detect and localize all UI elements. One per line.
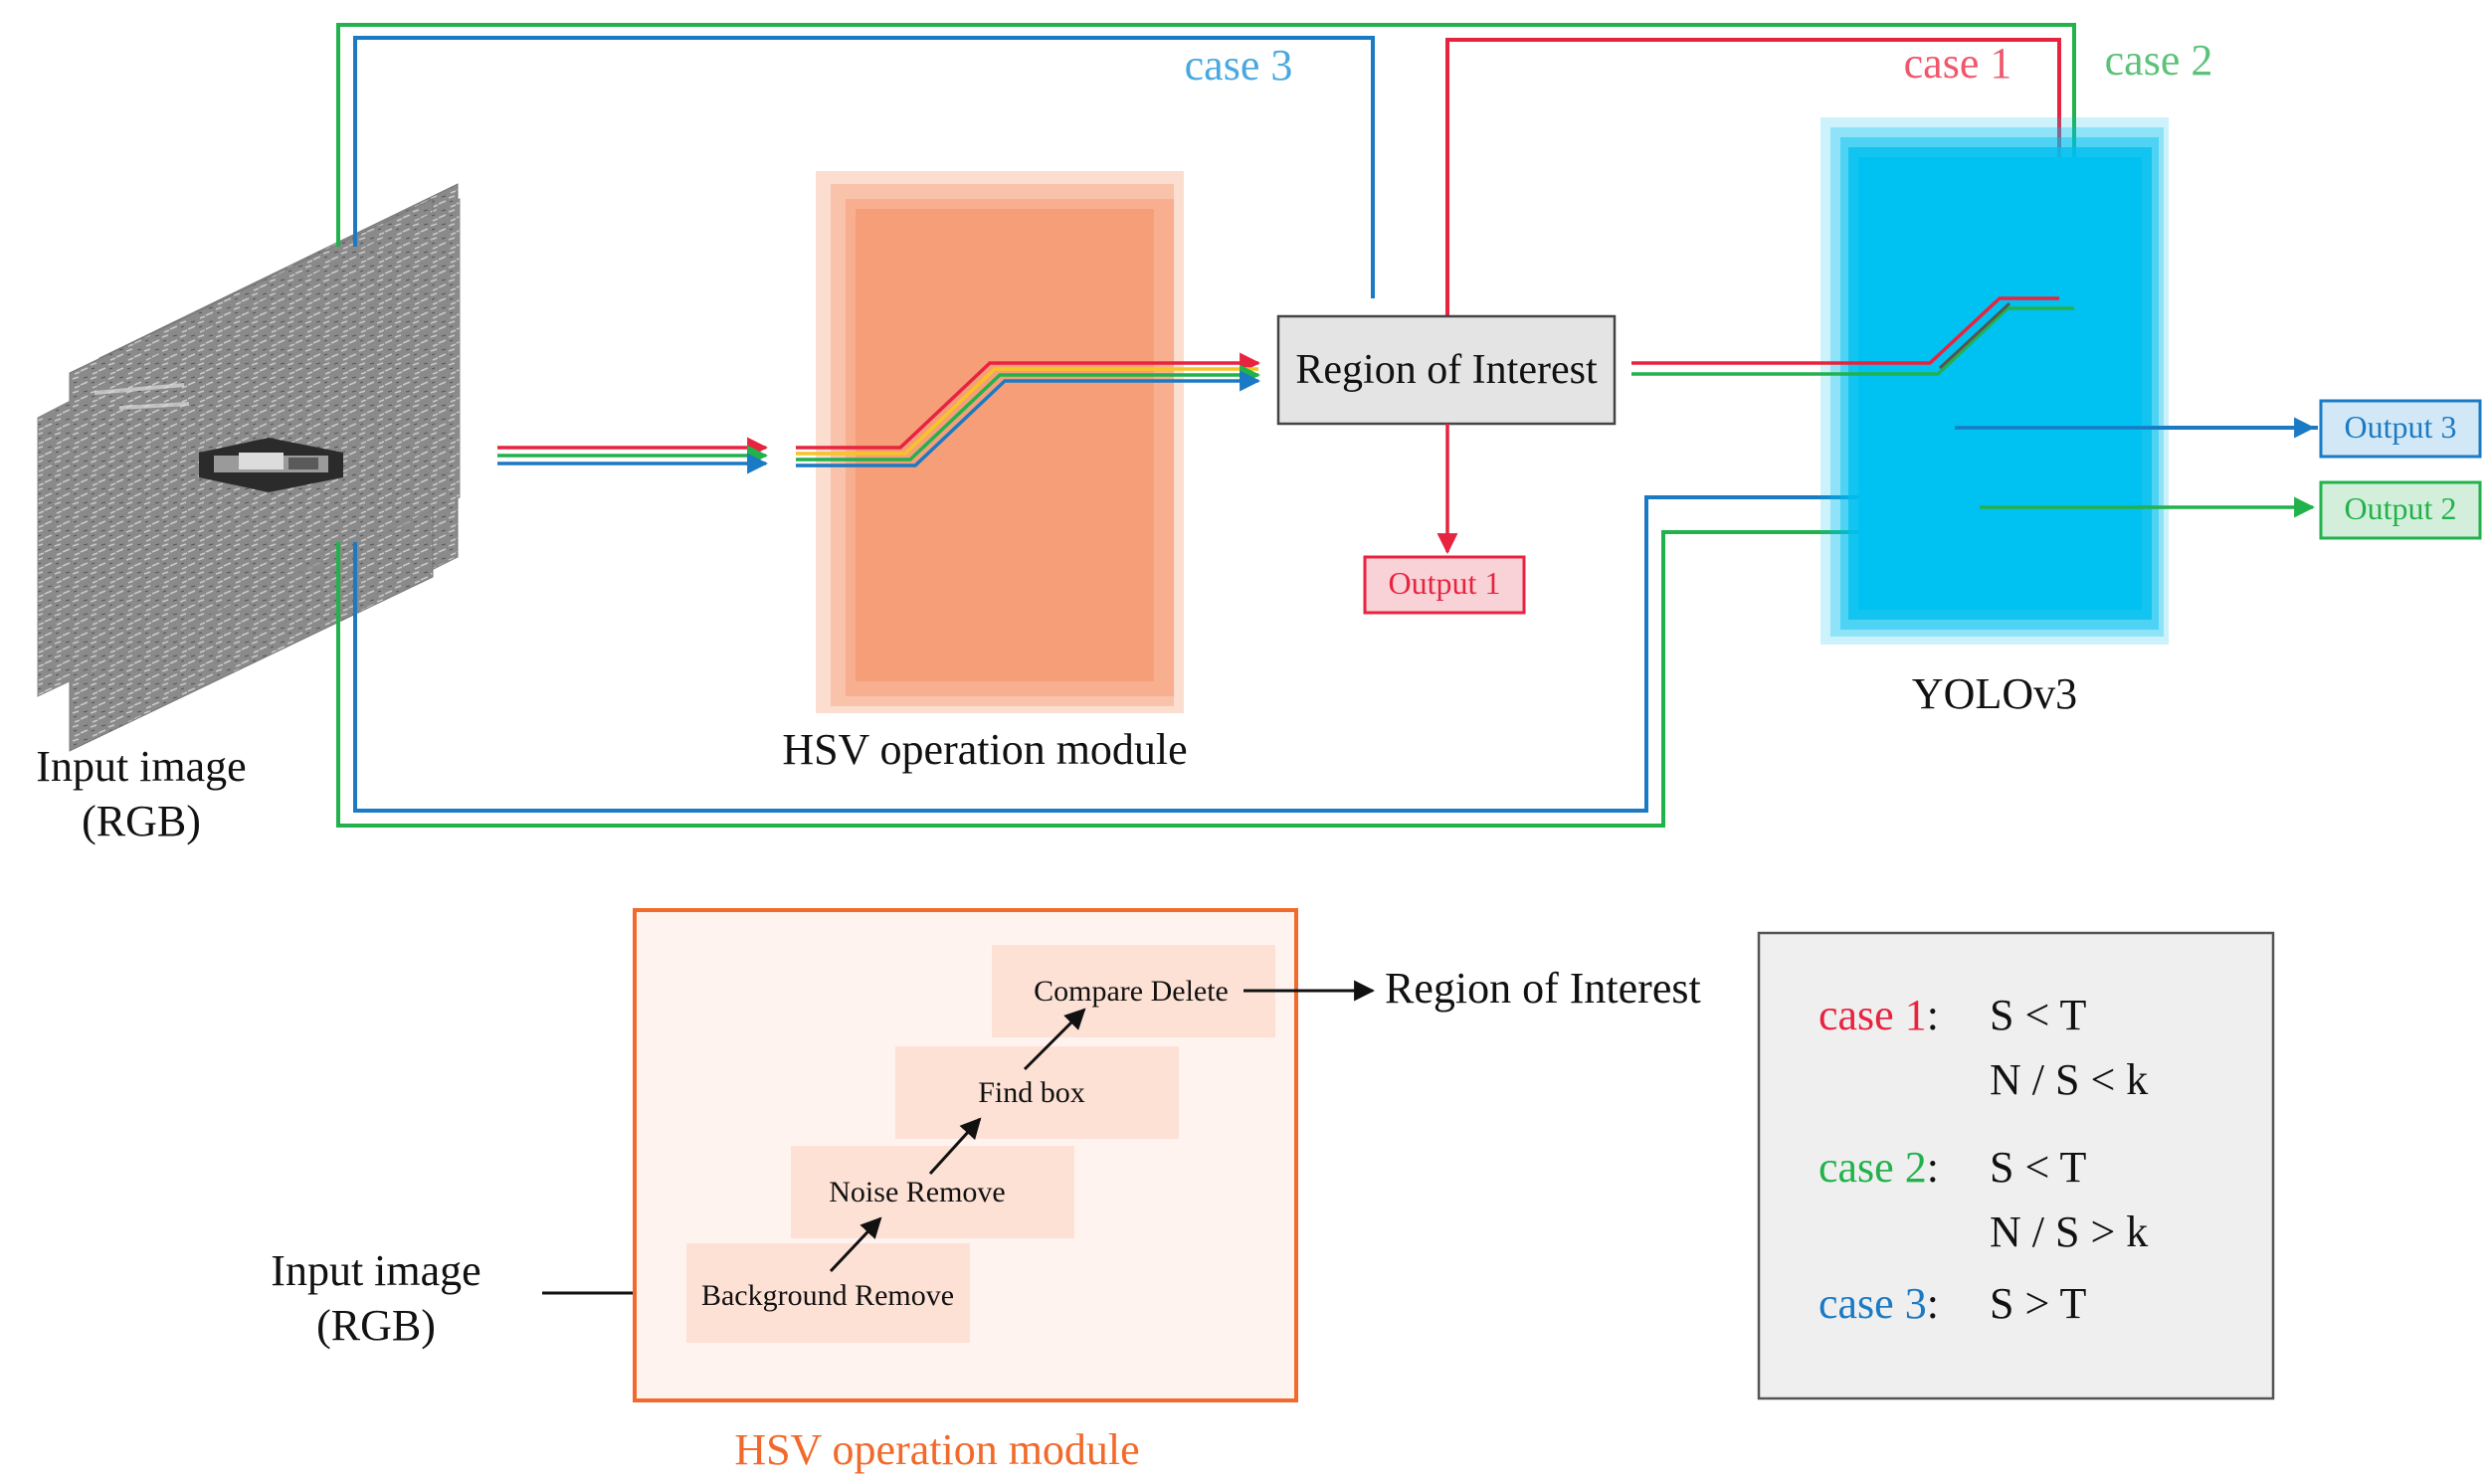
output3-label: Output 3 (2345, 409, 2457, 445)
hsv-module-stack (816, 171, 1184, 713)
step-arrow-2 (928, 1117, 982, 1176)
roi-to-yolo-lines (1631, 296, 2074, 376)
input-image-label: Input image (36, 742, 246, 791)
output1-box (1363, 555, 1526, 615)
hsv-module-label: HSV operation module (782, 725, 1187, 774)
legend-case2-cond2: N / S > k (1990, 1207, 2148, 1256)
legend-case2-sep: : (1927, 1143, 1939, 1192)
legend-case1-cond1: S < T (1990, 991, 2086, 1039)
hsv-detail-caption: HSV operation module (734, 1425, 1139, 1474)
output2-label: Output 2 (2345, 490, 2457, 526)
output2-box (2319, 480, 2482, 540)
legend-case1-sep: : (1927, 991, 1939, 1039)
find-box-step (895, 1046, 1179, 1139)
background-remove-step (686, 1243, 970, 1343)
output1-label: Output 1 (1389, 565, 1501, 601)
roi-label: Region of Interest (1295, 347, 1598, 393)
step-arrow-1 (829, 1216, 882, 1273)
case3-top-loop (353, 36, 1375, 298)
noise-remove-label: Noise Remove (829, 1176, 1005, 1208)
case3-label: case 3 (1185, 41, 1293, 90)
case1-label: case 1 (1904, 39, 2012, 88)
bottom-roi-label: Region of Interest (1385, 964, 1701, 1013)
compare-delete-step (992, 945, 1275, 1037)
step-arrow-3 (1023, 1008, 1086, 1071)
legend-case3: case 3: (1818, 1279, 1939, 1328)
yolov3-stack (1820, 117, 2169, 645)
ship-icon (199, 438, 343, 492)
find-box-label: Find box (978, 1076, 1085, 1109)
input-to-hsv-arrows (497, 437, 769, 474)
legend-case3-name: case 3 (1818, 1279, 1927, 1328)
case2-label: case 2 (2105, 36, 2213, 85)
legend-case2: case 2: (1818, 1143, 1939, 1192)
background-remove-label: Background Remove (701, 1279, 954, 1312)
noise-remove-step (791, 1146, 1074, 1238)
compare-delete-label: Compare Delete (1034, 975, 1229, 1008)
legend-case2-name: case 2 (1818, 1143, 1927, 1192)
yolov3-label: YOLOv3 (1912, 669, 2077, 718)
output3-box (2319, 399, 2482, 459)
input-image-format-label: (RGB) (82, 797, 201, 845)
case-legend-box (1757, 931, 2275, 1400)
bottom-input-image-label: Input image (271, 1246, 480, 1295)
input-image-stack (37, 183, 461, 752)
legend-case3-sep: : (1927, 1279, 1939, 1328)
legend-case2-cond1: S < T (1990, 1143, 2086, 1192)
legend-case3-cond1: S > T (1990, 1279, 2086, 1328)
hsv-to-roi-arrows (796, 352, 1261, 467)
bottom-input-image-format-label: (RGB) (316, 1301, 436, 1350)
legend-case1-cond2: N / S < k (1990, 1055, 2148, 1104)
legend-case1-name: case 1 (1818, 991, 1927, 1039)
roi-box (1276, 314, 1617, 426)
legend-case1: case 1: (1818, 991, 1939, 1039)
